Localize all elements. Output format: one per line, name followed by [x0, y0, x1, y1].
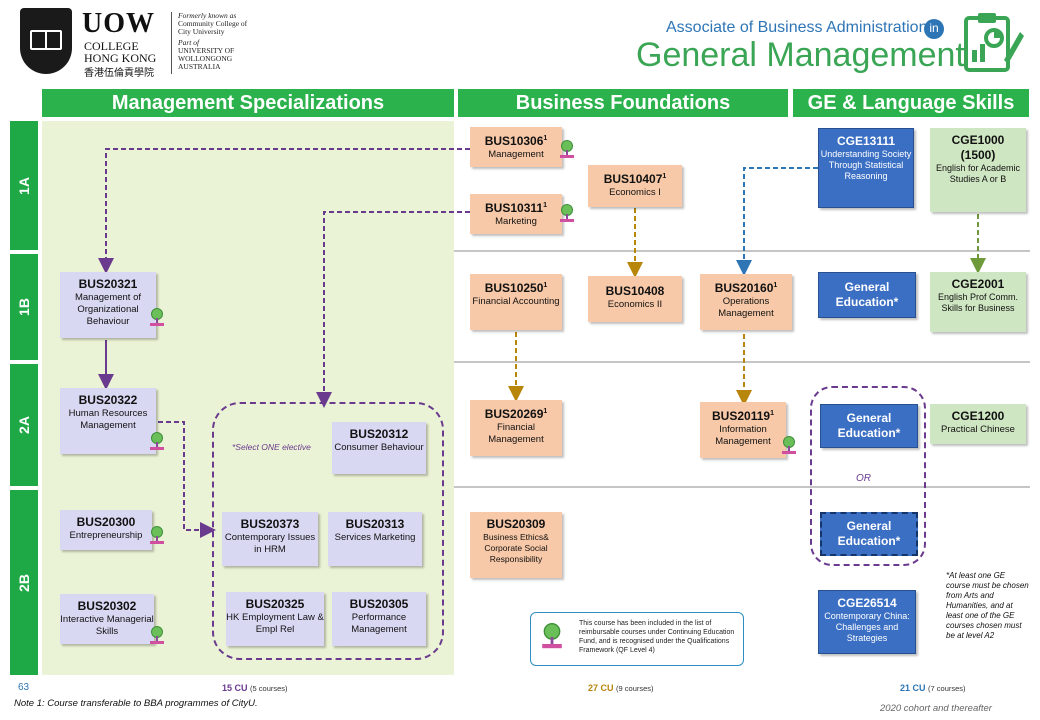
logo-chinese-text: 香港伍倫貢學院	[84, 68, 154, 79]
qf-icon	[148, 432, 166, 452]
formerly-text: Formerly known as Community College of C…	[178, 11, 248, 71]
qf-icon	[539, 623, 564, 651]
main-title: General Management	[636, 36, 965, 74]
general-education-1b[interactable]: General Education*	[818, 272, 916, 318]
in-badge: in	[924, 19, 944, 39]
row-separator	[454, 486, 1030, 488]
general-education-2a[interactable]: General Education*	[820, 404, 918, 448]
logo-divider	[171, 12, 172, 74]
ge-requirement-note: *At least one GE course must be chosen f…	[946, 571, 1029, 640]
report-chart-icon	[964, 13, 1024, 72]
qf-icon	[148, 526, 166, 546]
transfer-note: Note 1: Course transferable to BBA progr…	[14, 698, 258, 709]
header-management-specializations: Management Specializations	[42, 89, 454, 117]
associate-title: Associate of Business Administration	[666, 19, 928, 36]
row-label-1b: 1B	[10, 254, 38, 360]
row-label-1a: 1A	[10, 121, 38, 250]
gen-ed-or-group	[810, 386, 926, 566]
header-ge-language: GE & Language Skills	[793, 89, 1029, 117]
row-separator	[454, 361, 1030, 363]
qf-legend-text: This course has been included in the lis…	[579, 620, 735, 654]
row-separator	[454, 250, 1030, 252]
or-label: OR	[856, 473, 871, 484]
cohort-note: 2020 cohort and thereafter	[880, 703, 992, 714]
uow-seal-logo	[20, 8, 72, 74]
qf-icon	[148, 308, 166, 328]
cu-management: 15 CU (5 courses)	[222, 683, 288, 693]
qf-icon	[780, 436, 798, 456]
qf-legend: This course has been included in the lis…	[530, 612, 744, 666]
cu-ge: 21 CU (7 courses)	[900, 683, 966, 693]
qf-icon	[558, 140, 576, 160]
qf-icon	[148, 626, 166, 646]
course-cge1000[interactable]: CGE1000(1500)English for Academic Studie…	[930, 128, 1026, 212]
logo-uow-text: UOW	[82, 8, 155, 39]
qf-icon	[558, 204, 576, 224]
select-one-note: *Select ONE elective	[232, 442, 311, 452]
elective-group	[212, 402, 444, 660]
row-label-2a: 2A	[10, 364, 38, 486]
general-education-2b[interactable]: General Education*	[820, 512, 918, 556]
cu-business: 27 CU (9 courses)	[588, 683, 654, 693]
row-label-2b: 2B	[10, 490, 38, 675]
header-business-foundations: Business Foundations	[458, 89, 788, 117]
page-number: 63	[18, 682, 30, 693]
logo-college-text: COLLEGE HONG KONG	[84, 39, 157, 65]
